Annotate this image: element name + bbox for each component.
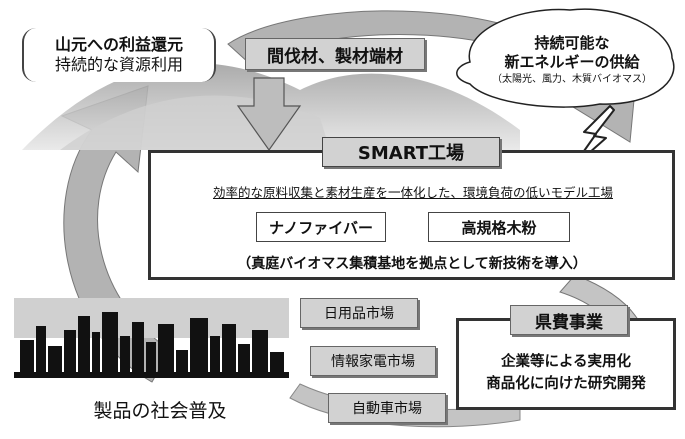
market-automotive: 自動車市場 <box>328 393 446 423</box>
city-skyline-icon <box>14 298 289 378</box>
prefecture-line1: 企業等による実用化 <box>500 354 632 370</box>
market-daily-goods: 日用品市場 <box>300 298 418 328</box>
smart-factory-panel <box>148 150 675 280</box>
society-label: 製品の社会普及 <box>93 400 227 422</box>
energy-line1: 持続可能な <box>534 33 610 52</box>
smart-factory-description: 効率的な原料収集と素材生産を一体化した、環境負荷の低いモデル工場 <box>212 185 613 200</box>
benefit-line2: 持続的な資源利用 <box>54 55 183 74</box>
energy-text: 持続可能な 新エネルギーの供給 （太陽光、風力、木質バイオマス） <box>474 20 670 100</box>
benefit-line1: 山元への利益還元 <box>54 35 183 54</box>
product-wood-powder: 高規格木粉 <box>428 212 570 242</box>
smart-factory-title: SMART工場 <box>322 137 500 167</box>
product-nanofiber: ナノファイバー <box>256 212 386 242</box>
prefecture-project-title: 県費事業 <box>510 305 628 335</box>
energy-line3: （太陽光、風力、木質バイオマス） <box>492 73 652 85</box>
benefit-label-box: 山元への利益還元 持続的な資源利用 <box>22 28 216 82</box>
smart-factory-note: （真庭バイオマス集積基地を拠点として新技術を導入） <box>237 256 587 272</box>
timber-box: 間伐材、製材端材 <box>245 38 425 70</box>
energy-line2: 新エネルギーの供給 <box>504 52 640 71</box>
prefecture-project-text: 企業等による実用化 商品化に向けた研究開発 <box>460 343 672 403</box>
market-electronics: 情報家電市場 <box>310 346 436 376</box>
energy-cloud <box>456 8 675 108</box>
down-arrow-icon <box>236 77 302 152</box>
prefecture-line2: 商品化に向けた研究開発 <box>486 376 646 392</box>
